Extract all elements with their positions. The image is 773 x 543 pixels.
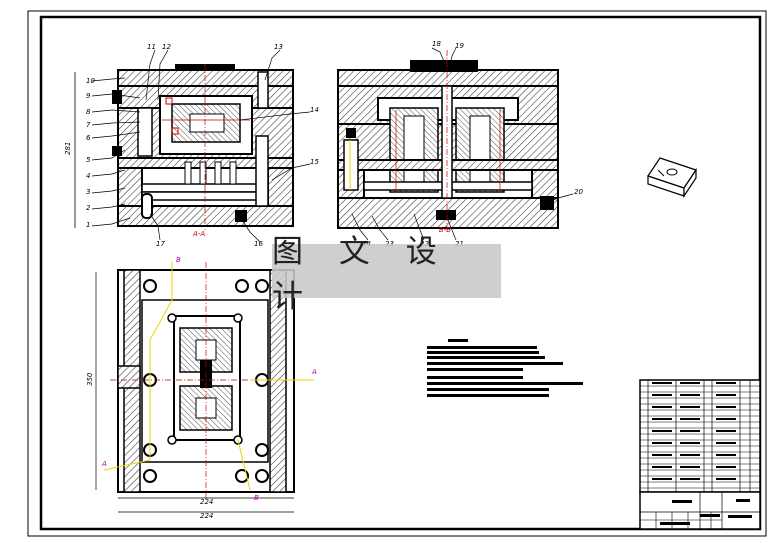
dimension-width-inner: 224 [200, 498, 213, 506]
parts-list-table [639, 379, 761, 493]
svg-text:18: 18 [432, 40, 441, 48]
svg-text:8: 8 [86, 108, 91, 116]
dimension-height-plan: 350 [86, 372, 94, 386]
leaders-front [91, 49, 311, 243]
title-block [639, 491, 761, 530]
section-view-aa: 2 8 1 [64, 64, 294, 230]
dimension-width-outer: 224 [200, 512, 213, 520]
part-labels-front: 1 2 3 4 5 6 7 8 9 10 11 12 13 14 15 16 1… [86, 43, 319, 248]
svg-text:6: 6 [86, 134, 91, 142]
svg-text:13: 13 [274, 43, 283, 51]
watermark-text: 图 文 设 计 [272, 234, 450, 315]
svg-text:5: 5 [86, 156, 91, 164]
svg-text:10: 10 [86, 77, 95, 85]
marker-a-right: A [311, 368, 317, 376]
watermark-banner: 图 文 设 计 [272, 234, 501, 315]
svg-text:3: 3 [86, 188, 90, 196]
svg-text:4: 4 [86, 172, 90, 180]
svg-text:B-B: B-B [439, 226, 451, 234]
svg-text:2: 2 [86, 204, 91, 212]
marker-b-bottom: B [254, 494, 259, 502]
sheet-outer-border [27, 10, 767, 537]
sheet-inner-border [39, 15, 762, 531]
plan-view: 350 224 224 B A A B [86, 256, 317, 520]
svg-text:7: 7 [86, 121, 91, 129]
dimension-height-front: 281 [64, 142, 72, 155]
svg-text:1: 1 [86, 221, 90, 229]
svg-text:14: 14 [310, 106, 319, 114]
part-isometric [647, 157, 697, 198]
svg-text:A-A: A-A [192, 230, 205, 238]
svg-text:12: 12 [162, 43, 171, 51]
svg-text:19: 19 [455, 42, 464, 50]
svg-text:17: 17 [156, 240, 165, 248]
svg-text:11: 11 [147, 43, 156, 51]
technical-notes [427, 339, 583, 397]
marker-a-left: A [101, 460, 107, 468]
marker-b-top: B [176, 256, 181, 264]
svg-text:9: 9 [86, 92, 91, 100]
svg-text:20: 20 [574, 188, 583, 196]
svg-text:16: 16 [254, 240, 263, 248]
section-view-bb [337, 50, 559, 230]
leaders-side [351, 47, 574, 241]
svg-text:15: 15 [310, 158, 319, 166]
